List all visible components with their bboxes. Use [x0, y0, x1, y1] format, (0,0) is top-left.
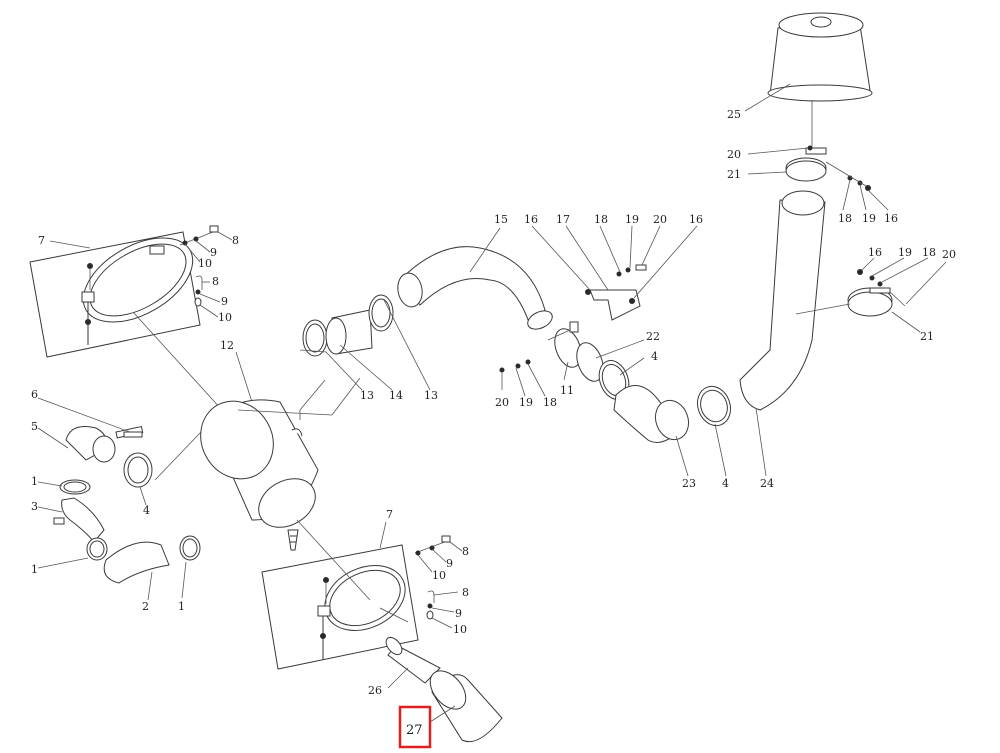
- callout-1: 1: [31, 475, 38, 488]
- callout-25: 25: [727, 108, 741, 121]
- callout-20: 20: [727, 148, 741, 161]
- left-pipe-assembly: [53, 426, 201, 584]
- callout-22: 22: [646, 330, 660, 343]
- callout-23: 23: [682, 477, 696, 490]
- callout-7: 7: [38, 234, 45, 247]
- callout-20: 20: [942, 248, 956, 261]
- callout-2: 2: [142, 600, 149, 613]
- callout-18: 18: [922, 246, 936, 259]
- callout-labels: 7 8 9 10 8 9 10 12 6 5 1 4 3 1 2 1 7 8 9…: [31, 108, 956, 738]
- callout-13: 13: [424, 389, 438, 402]
- callout-10: 10: [432, 569, 446, 582]
- callout-16: 16: [524, 213, 538, 226]
- callout-15: 15: [494, 213, 508, 226]
- callout-13: 13: [360, 389, 374, 402]
- callout-21: 21: [920, 330, 934, 343]
- leaders-21: [795, 257, 947, 333]
- long-pipe-24: [739, 190, 826, 411]
- callout-26: 26: [368, 684, 382, 697]
- callout-20: 20: [495, 396, 509, 409]
- callout-9: 9: [221, 295, 228, 308]
- bracket-box-upper: [29, 225, 219, 358]
- callout-19: 19: [862, 212, 876, 225]
- elbow-23: [613, 385, 732, 443]
- callout-16: 16: [884, 212, 898, 225]
- air-cleaner-25: [767, 12, 873, 148]
- callout-14: 14: [389, 389, 403, 402]
- callout-8: 8: [212, 275, 219, 288]
- pipe-27: [429, 670, 503, 743]
- callout-27: 27: [406, 723, 423, 738]
- bent-pipe-15: [397, 246, 553, 330]
- callout-24: 24: [760, 477, 774, 490]
- callout-9: 9: [210, 246, 217, 259]
- leaders-25: [744, 83, 889, 211]
- clamp-21-top: [785, 145, 871, 191]
- callout-1: 1: [31, 563, 38, 576]
- callout-18: 18: [594, 213, 608, 226]
- clamp-21-right: [847, 269, 906, 317]
- leaders-17: [531, 225, 698, 299]
- callout-19: 19: [519, 396, 533, 409]
- highlight-box-27: [398, 705, 432, 749]
- callout-4: 4: [651, 350, 658, 363]
- callout-21: 21: [727, 168, 741, 181]
- callout-9: 9: [455, 607, 462, 620]
- leaders-upper: [49, 231, 233, 318]
- callout-4: 4: [722, 477, 729, 490]
- callout-19: 19: [898, 246, 912, 259]
- callout-8: 8: [462, 586, 469, 599]
- callout-18: 18: [543, 396, 557, 409]
- leaders-middle: [237, 227, 501, 420]
- callout-18: 18: [838, 212, 852, 225]
- callout-8: 8: [462, 545, 469, 558]
- callout-7: 7: [386, 508, 393, 521]
- callout-8: 8: [232, 234, 239, 247]
- callout-4: 4: [143, 504, 150, 517]
- callout-10: 10: [218, 311, 232, 324]
- callout-16: 16: [868, 246, 882, 259]
- air-filter-canister: [200, 399, 319, 551]
- callout-19: 19: [625, 213, 639, 226]
- coupler-group: [302, 294, 394, 357]
- callout-5: 5: [31, 420, 38, 433]
- callout-3: 3: [31, 500, 38, 513]
- callout-17: 17: [556, 213, 570, 226]
- callout-20: 20: [653, 213, 667, 226]
- callout-1: 1: [178, 600, 185, 613]
- leaders-23: [675, 407, 767, 477]
- callout-16: 16: [689, 213, 703, 226]
- callout-10: 10: [453, 623, 467, 636]
- callout-10: 10: [198, 257, 212, 270]
- leaders-left: [37, 397, 187, 601]
- leaders-11: [515, 339, 645, 397]
- bracket-box-lower: [261, 535, 451, 670]
- clamp-group-11: [499, 321, 630, 400]
- callout-6: 6: [31, 388, 38, 401]
- callout-12: 12: [220, 339, 234, 352]
- leaders-lower: [296, 519, 463, 629]
- callout-11: 11: [560, 384, 574, 397]
- callout-9: 9: [446, 557, 453, 570]
- pipe-26: [385, 636, 441, 689]
- bracket-17: [585, 264, 647, 321]
